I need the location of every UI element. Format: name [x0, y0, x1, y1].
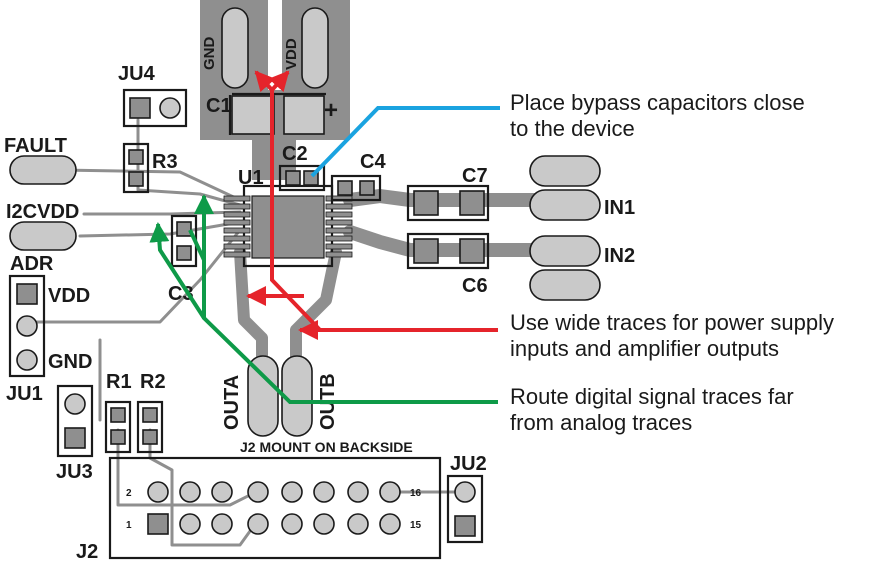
- power-note-line2: inputs and amplifier outputs: [510, 336, 779, 361]
- c1-label: C1: [206, 95, 232, 117]
- r1-label: R1: [106, 371, 132, 393]
- c7-label: C7: [462, 165, 488, 187]
- r3-label: R3: [152, 151, 178, 173]
- outa-pad: [247, 355, 279, 437]
- ju4-label: JU4: [118, 63, 156, 85]
- ju3-outline: [56, 384, 94, 458]
- ju4-pin2: [159, 97, 181, 119]
- ju1-outline: [8, 274, 46, 378]
- in2-pad: [529, 235, 601, 267]
- ju2-label: JU2: [450, 453, 487, 475]
- plus-label: +: [324, 97, 338, 124]
- ju4-outline: [122, 88, 188, 128]
- r2-label: R2: [140, 371, 166, 393]
- j2-outline: [108, 456, 442, 560]
- fault-pad: [9, 155, 77, 185]
- vdd-top-label: VDD: [283, 38, 300, 70]
- c2-label: C2: [282, 143, 308, 165]
- j2-pin1-label: 1: [126, 520, 132, 531]
- u1-ic: [223, 184, 353, 268]
- ju2-outline: [446, 474, 484, 544]
- i2cvdd-label: I2CVDD: [6, 201, 79, 223]
- j2-pin15-label: 15: [410, 520, 422, 531]
- power-note-line1: Use wide traces for power supply: [510, 310, 834, 335]
- ju1-pin3: [16, 349, 38, 371]
- fault-label: FAULT: [4, 135, 67, 157]
- ju1-label: JU1: [6, 383, 43, 405]
- c2-outline: [278, 164, 326, 192]
- c4-label: C4: [360, 151, 386, 173]
- adr-label: ADR: [10, 253, 54, 275]
- j2-pins: [147, 481, 401, 535]
- c4-outline: [330, 174, 382, 202]
- bypass-note-line2: to the device: [510, 116, 635, 141]
- ju1-pin1: [16, 283, 38, 305]
- c7-outline: [406, 184, 490, 222]
- power-callout-lines: [246, 70, 498, 340]
- digital-callout-lines: [149, 194, 498, 404]
- bypass-callout-line: [310, 106, 500, 178]
- c6-outline: [406, 232, 490, 270]
- bypass-note-line1: Place bypass capacitors close: [510, 90, 805, 115]
- gnd-top-label: GND: [201, 37, 218, 71]
- ju1-pin2: [16, 315, 38, 337]
- gnd-side-label: GND: [48, 351, 92, 373]
- r2-outline: [136, 400, 164, 454]
- digital-note-line1: Route digital signal traces far: [510, 384, 794, 409]
- r1-outline: [104, 400, 132, 454]
- j2-mount-label: J2 MOUNT ON BACKSIDE: [240, 439, 413, 455]
- power-input-connector: [200, 0, 350, 180]
- u1-label: U1: [238, 167, 264, 189]
- j2-label: J2: [76, 541, 98, 563]
- outa-label: OUTA: [221, 375, 243, 430]
- in1-label: IN1: [604, 197, 635, 219]
- j2-pin2-label: 2: [126, 488, 132, 499]
- i2cvdd-pad: [9, 221, 77, 251]
- vdd-side-label: VDD: [48, 285, 90, 307]
- r3-outline: [122, 142, 150, 194]
- c6-label: C6: [462, 275, 488, 297]
- copper-traces: [26, 118, 567, 547]
- digital-note-line2: from analog traces: [510, 410, 692, 435]
- ju3-label: JU3: [56, 461, 93, 483]
- j2-pin16-label: 16: [410, 488, 422, 499]
- in1-pad: [529, 189, 601, 221]
- in2-label: IN2: [604, 245, 635, 267]
- ju4-pin1: [129, 97, 151, 119]
